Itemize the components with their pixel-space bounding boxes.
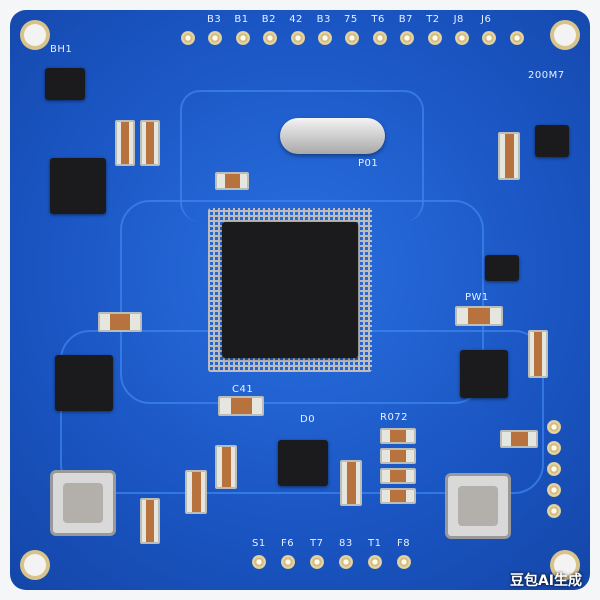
pin-label: B3 — [316, 14, 331, 25]
header-pin — [208, 31, 223, 45]
mcu-chip — [222, 222, 358, 358]
pin-label: B1 — [234, 14, 249, 25]
label: D0 — [300, 414, 316, 425]
header-pin — [181, 31, 195, 45]
header-pin — [318, 31, 332, 45]
resistor — [215, 172, 249, 190]
trace — [180, 90, 424, 222]
pin-label: B7 — [398, 14, 414, 25]
resistor — [380, 428, 416, 444]
crystal-oscillator — [280, 118, 385, 154]
pin-label: F8 — [397, 538, 411, 549]
resistor — [500, 430, 538, 448]
pin-label: T2 — [426, 14, 440, 25]
pin-label: B3 — [207, 14, 222, 25]
capacitor — [115, 120, 135, 166]
ic-chip — [485, 255, 519, 281]
crystal-label: P01 — [358, 158, 379, 169]
pin-label: 83 — [339, 538, 353, 549]
tactile-switch[interactable] — [445, 473, 511, 539]
pin-label: T1 — [368, 538, 382, 549]
header-pin — [547, 504, 561, 518]
mounting-hole — [554, 24, 576, 46]
resistor — [455, 306, 503, 326]
pin-label: 75 — [344, 14, 358, 25]
pin-label: T6 — [371, 14, 385, 25]
resistor — [380, 488, 416, 504]
label: BH1 — [50, 44, 73, 55]
ic-chip — [278, 440, 328, 486]
label: C41 — [232, 384, 254, 395]
pin-label: 42 — [289, 14, 303, 25]
ic-chip — [55, 355, 113, 411]
header-pin — [252, 555, 266, 569]
trace — [120, 200, 484, 404]
resistor — [380, 448, 416, 464]
ic-chip — [45, 68, 85, 100]
capacitor — [528, 330, 548, 378]
mounting-hole — [24, 554, 46, 576]
header-pin — [509, 31, 524, 45]
header-pin — [345, 31, 360, 45]
header-pin — [310, 555, 324, 569]
pin-label: J6 — [481, 14, 492, 25]
header-pin — [235, 31, 250, 45]
capacitor — [498, 132, 520, 180]
pin-label: J8 — [453, 14, 464, 25]
header-pin — [339, 555, 353, 569]
header-pin — [547, 462, 561, 476]
capacitor — [215, 445, 237, 489]
label: R072 — [380, 412, 409, 423]
capacitor — [340, 460, 362, 506]
ic-chip — [50, 158, 106, 214]
pin-label: S1 — [252, 538, 266, 549]
ic-chip — [535, 125, 569, 157]
header-pin — [281, 555, 295, 569]
header-pin — [263, 31, 278, 45]
label: PW1 — [465, 292, 489, 303]
resistor — [98, 312, 142, 332]
header-pin — [397, 555, 411, 569]
header-pin — [547, 441, 561, 455]
header-pin — [547, 420, 561, 434]
pin-label: B2 — [261, 14, 277, 25]
header-pin — [547, 483, 561, 497]
pin-label: T7 — [310, 538, 324, 549]
capacitor — [140, 120, 160, 166]
mounting-hole — [24, 24, 46, 46]
header-pin — [455, 31, 469, 45]
capacitor — [140, 498, 160, 544]
watermark: 豆包AI生成 — [509, 573, 582, 589]
ic-chip — [460, 350, 508, 398]
header-pin — [290, 31, 305, 45]
pin-label: F6 — [281, 538, 295, 549]
capacitor — [218, 396, 264, 416]
header-pin — [482, 31, 497, 45]
tactile-switch[interactable] — [50, 470, 116, 536]
label: 200M7 — [528, 70, 565, 81]
header-pin — [368, 555, 382, 569]
resistor — [380, 468, 416, 484]
header-pin — [400, 31, 415, 45]
header-pin — [427, 31, 442, 45]
capacitor — [185, 470, 207, 514]
header-pin — [372, 31, 387, 45]
mounting-hole — [554, 554, 576, 576]
